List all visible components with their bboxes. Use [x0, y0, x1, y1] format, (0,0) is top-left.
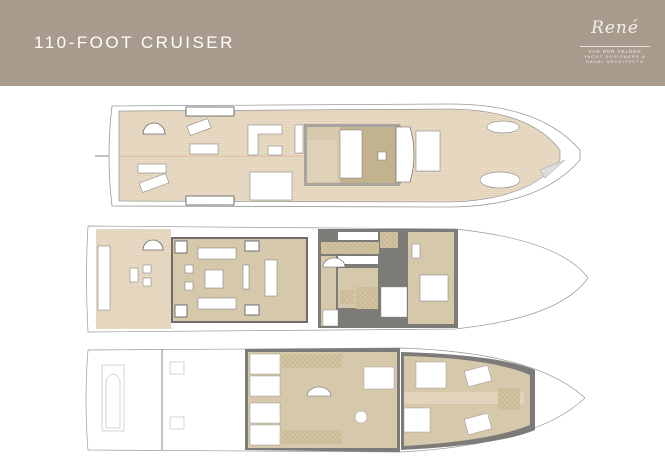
salon — [171, 237, 308, 323]
deck-plans — [85, 103, 589, 453]
salon-sofa — [197, 247, 237, 260]
tender — [105, 373, 121, 429]
salon-sofa — [197, 297, 237, 310]
bed — [249, 375, 281, 397]
page-title: 110-FOOT CRUISER — [34, 33, 235, 52]
bed — [249, 353, 281, 375]
bed — [249, 424, 281, 446]
sunbed — [189, 143, 219, 155]
aft-sofa — [97, 245, 111, 311]
spiral-stair — [142, 239, 164, 251]
spiral-stair — [306, 386, 332, 397]
lounge-sofa — [247, 124, 283, 156]
sofa — [339, 129, 363, 179]
tender-garage — [101, 364, 125, 432]
logo-name: VAN DER VELDEN — [580, 46, 650, 54]
forward-sofa — [415, 130, 441, 172]
bunk — [464, 364, 492, 388]
tender — [479, 171, 521, 189]
logo-tagline-2: NAVAL ARCHITECTS — [585, 59, 645, 64]
seating — [185, 195, 235, 206]
crane — [539, 159, 566, 179]
bunk — [464, 412, 492, 436]
lower-deck — [85, 347, 586, 453]
bed — [403, 407, 431, 433]
upper-deck — [95, 103, 581, 208]
owner-bed — [419, 274, 449, 302]
dining-table — [264, 259, 278, 297]
spiral-stair — [142, 122, 166, 135]
bed — [415, 361, 447, 389]
coffee-table — [204, 269, 224, 289]
stairs-down — [249, 171, 293, 201]
stairs — [322, 309, 339, 327]
main-deck — [86, 225, 589, 333]
galley — [321, 242, 379, 254]
designer-logo: René VAN DER VELDEN YACHT DESIGNERS & NA… — [580, 14, 650, 78]
bed — [363, 366, 395, 390]
header-band: 110-FOOT CRUISER René VAN DER VELDEN YAC… — [0, 0, 665, 86]
logo-script: René — [591, 18, 639, 38]
hatch — [169, 361, 185, 375]
sunbed — [186, 118, 212, 136]
hatch — [169, 416, 185, 430]
sunbed — [138, 173, 170, 193]
sunbed — [137, 163, 167, 174]
helm-console — [395, 126, 415, 183]
seating — [185, 106, 235, 117]
logo-tagline-1: YACHT DESIGNERS & — [583, 54, 647, 59]
tender — [486, 120, 520, 134]
bed — [249, 402, 281, 424]
